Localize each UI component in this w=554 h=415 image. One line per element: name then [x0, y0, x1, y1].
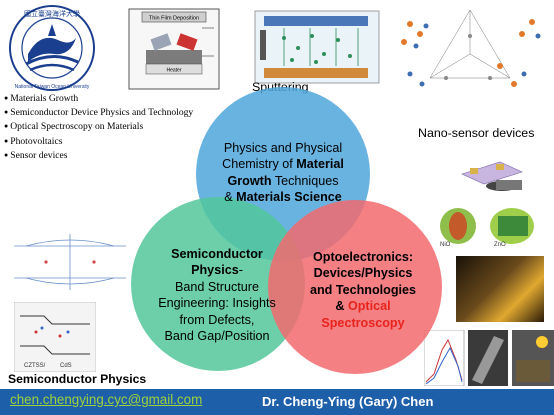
- bullet-item: Photovoltaics: [4, 135, 193, 149]
- circle-top-text: Physics and Physical Chemistry of Materi…: [200, 140, 366, 206]
- left-line-6: Band Gap/Position: [164, 329, 270, 344]
- top-line-4-bold: Materials Science: [236, 190, 342, 205]
- right-line-4-red: Optical: [347, 299, 391, 314]
- right-line-4-pre: &: [335, 299, 348, 314]
- bullet-item: Materials Growth: [4, 92, 193, 106]
- right-line-2: Devices/Physics: [313, 266, 413, 281]
- nanowire-sensor-image: NiO ZnO: [440, 208, 534, 248]
- logo-cjk-text: 國立臺灣海洋大學: [24, 9, 80, 18]
- bullet-item: Semiconductor Device Physics and Technol…: [4, 106, 193, 120]
- heater-label: Heater: [166, 68, 181, 74]
- right-line-5-red: Spectroscopy: [321, 315, 405, 330]
- venn-circle-left: [131, 197, 305, 371]
- thin-film-deposition-image: Thin Film Deposition Heater: [128, 8, 220, 90]
- bullet-item: Optical Spectroscopy on Materials: [4, 120, 193, 134]
- top-line-4-pre: &: [224, 190, 237, 205]
- research-topics-list: Materials Growth Semiconductor Device Ph…: [4, 92, 193, 163]
- top-line-3-bold: Growth: [227, 173, 272, 188]
- cztss-cds-band-image: CZTSS/ CdS: [14, 302, 96, 372]
- top-line-1: Physics and Physical: [223, 141, 343, 155]
- spectroscopy-image: [424, 330, 554, 386]
- circle-left-text: Semiconductor Physics- Band Structure En…: [150, 246, 284, 344]
- left-line-5: from Defects,: [179, 312, 255, 327]
- left-line-4: Engineering: Insights: [158, 296, 276, 311]
- cds-label: CdS: [60, 363, 72, 369]
- device-photo-image: [456, 256, 544, 322]
- left-line-2-post: -: [238, 263, 243, 278]
- left-line-1: Semiconductor: [171, 247, 263, 261]
- nano-sensor-label: Nano-sensor devices: [418, 126, 535, 140]
- left-line-2-bold: Physics: [191, 263, 239, 278]
- thin-film-label: Thin Film Deposition: [149, 16, 199, 22]
- semiconductor-physics-label: Semiconductor Physics: [8, 372, 147, 386]
- top-line-2-bold: Material: [296, 157, 344, 172]
- venn-circle-right: [268, 200, 442, 374]
- crystal-structure-image: [401, 9, 541, 87]
- bullet-item: Sensor devices: [4, 149, 193, 163]
- left-line-3: Band Structure: [174, 279, 259, 294]
- top-line-3-post: Techniques: [271, 173, 339, 188]
- logo-en-text: National Taiwan Ocean University: [15, 84, 90, 90]
- top-line-2-pre: Chemistry of: [222, 157, 297, 172]
- cztss-label: CZTSS/: [24, 363, 46, 369]
- ntou-logo: 國立臺灣海洋大學 National Taiwan Ocean Universit…: [9, 5, 95, 91]
- right-line-1: Optoelectronics:: [312, 250, 414, 264]
- circle-right-text: Optoelectronics: Devices/Physics and Tec…: [298, 249, 428, 331]
- author-name: Dr. Cheng-Ying (Gary) Chen: [262, 394, 434, 409]
- email-link[interactable]: chen.chengying.cyc@gmail.com: [10, 392, 203, 407]
- sputtering-schematic-image: [254, 10, 380, 84]
- right-line-3: and Technologies: [309, 282, 417, 297]
- band-diagram-image: [6, 226, 134, 298]
- zno-label: ZnO: [494, 242, 506, 248]
- nanosensor-device-image: [456, 144, 528, 196]
- footer-bar: [0, 389, 554, 415]
- nio-label: NiO: [440, 242, 451, 248]
